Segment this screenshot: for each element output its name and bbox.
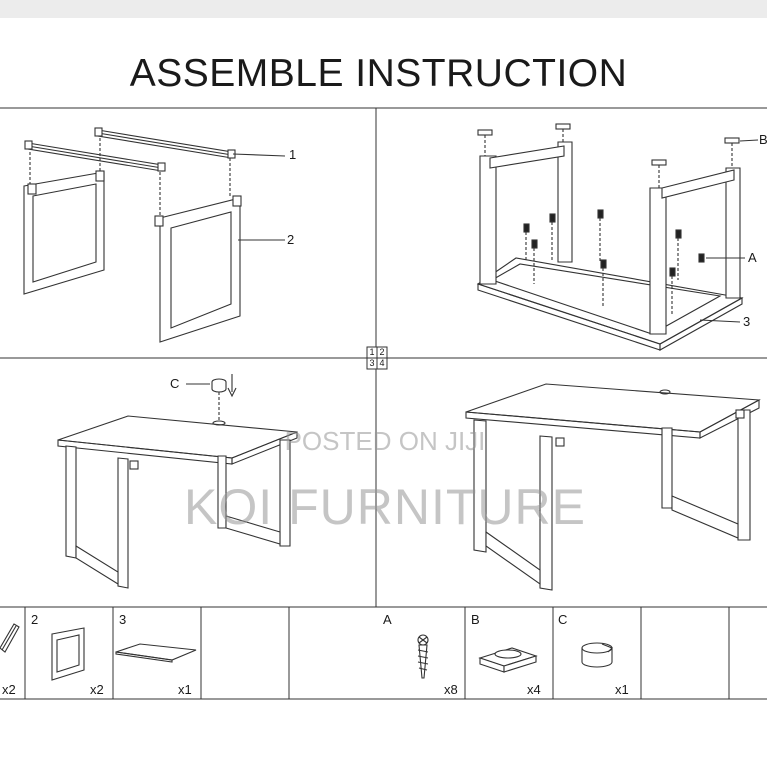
part-label-frame: 2 — [31, 612, 39, 627]
watermark-brand: KOI FURNITURE — [184, 479, 586, 535]
step-number-4: 4 — [379, 358, 385, 368]
part-label-screw: A — [383, 612, 392, 627]
part-qty-frame: x2 — [90, 682, 104, 697]
part-label-top: 3 — [119, 612, 127, 627]
step-number-3: 3 — [369, 358, 375, 368]
step2-drawing — [476, 123, 759, 351]
part-qty-top: x1 — [178, 682, 192, 697]
watermark-posted: POSTED ON JIJI — [284, 426, 486, 456]
part-qty-screw: x8 — [444, 682, 458, 697]
step1-drawing — [23, 127, 286, 343]
part-label-cap: C — [558, 612, 568, 627]
part-qty-rail: x2 — [2, 682, 16, 697]
callout-screw: A — [748, 250, 757, 265]
step4-drawing — [465, 383, 761, 591]
page-title: ASSEMBLE INSTRUCTION — [129, 52, 628, 95]
callout-rail: 1 — [289, 147, 297, 162]
parts-icons — [0, 623, 613, 681]
callout-frame: 2 — [287, 232, 295, 247]
step-number-1: 1 — [369, 347, 375, 357]
callout-cap: C — [170, 376, 180, 391]
part-label-foot: B — [471, 612, 480, 627]
step3-drawing — [57, 374, 298, 589]
part-qty-cap: x1 — [615, 682, 629, 697]
callout-top: 3 — [743, 314, 751, 329]
part-qty-foot: x4 — [527, 682, 541, 697]
step-number-2: 2 — [379, 347, 385, 357]
callout-foot: B — [759, 132, 767, 147]
top-bar — [0, 0, 767, 18]
